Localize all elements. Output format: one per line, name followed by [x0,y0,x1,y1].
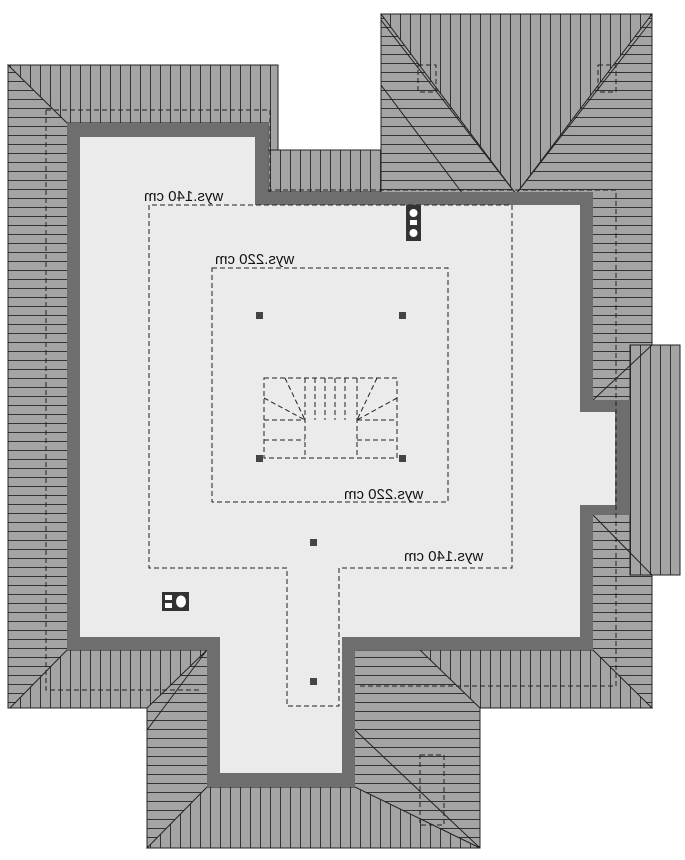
roof-slope-top-middle [267,149,382,193]
columns [256,312,406,685]
column [399,455,406,462]
chimney-top [406,205,421,241]
roof-slope-right-bump [629,344,681,576]
height-label-140-bottom: wys.140 cm [404,548,484,565]
height-zone-220 [211,267,449,503]
attic-floor [80,137,615,773]
height-label-140-top: wys.140 cm [144,188,224,205]
eaves-line [45,109,617,691]
chimney-left [162,592,189,611]
column [310,678,317,685]
staircase [263,377,398,459]
column [310,539,317,546]
height-label-220-bottom: wys.220 cm [344,486,424,503]
height-label-220-top: wys.220 cm [215,251,295,268]
height-zone-140 [148,204,513,707]
roof-slope-top-right [380,13,654,195]
dormer-outline-bottom [419,754,445,826]
dormer-outline-right [597,64,617,93]
column [256,312,263,319]
dormer-outline-left [417,64,437,93]
column [399,312,406,319]
roof-slopes [6,13,681,849]
column [256,455,263,462]
